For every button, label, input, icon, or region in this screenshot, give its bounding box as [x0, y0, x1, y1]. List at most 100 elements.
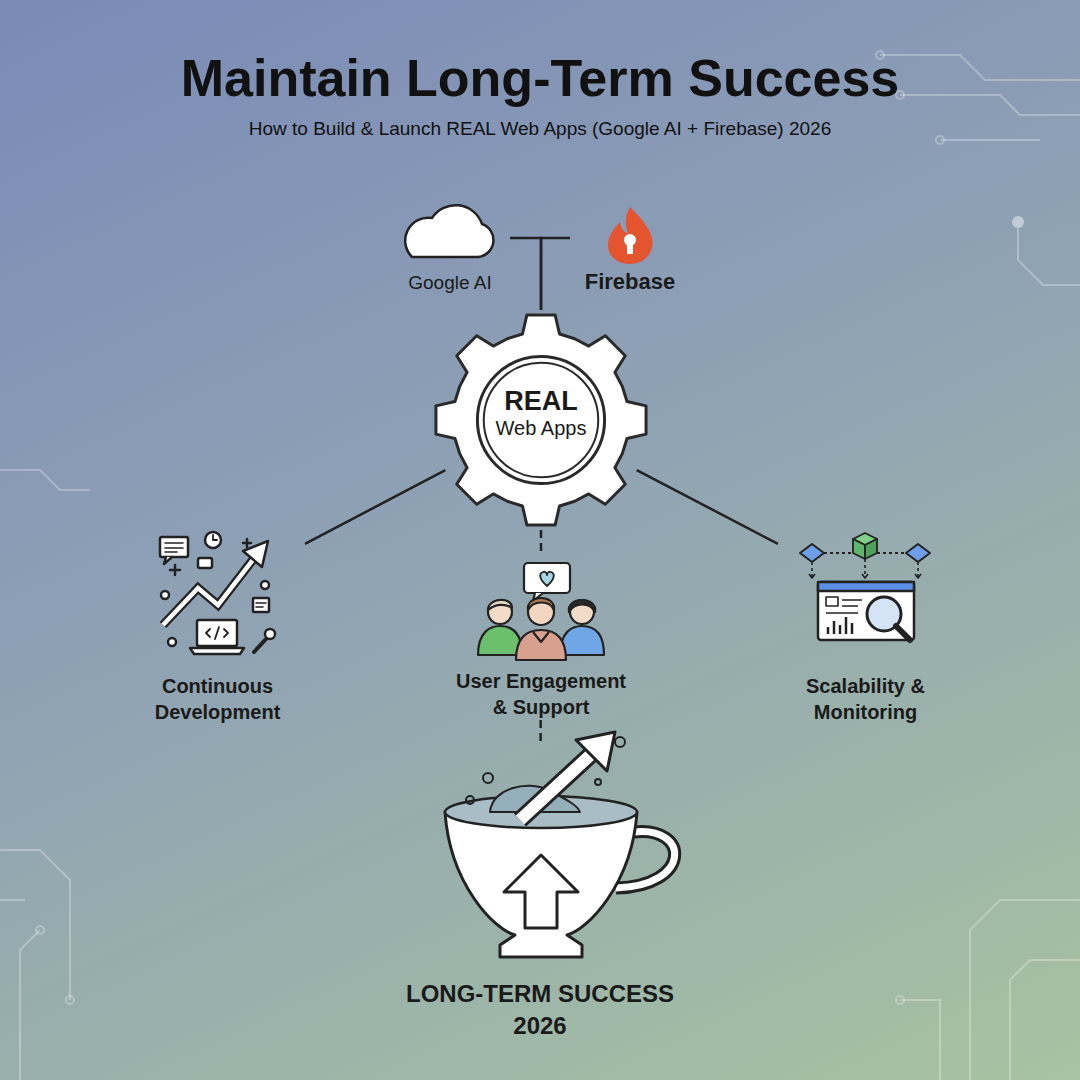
circuit-pad	[66, 996, 74, 1004]
chat-tail	[164, 557, 172, 564]
plus-mark	[170, 565, 180, 575]
node-label: Firebase	[570, 269, 690, 295]
pillar-node: Continuous Development	[130, 525, 305, 725]
circuit-trace	[970, 900, 1080, 1080]
doc-symbol	[253, 598, 269, 612]
laptop-screen	[197, 620, 237, 646]
subtitle-label: How to Build & Launch REAL Web Apps (Goo…	[230, 117, 850, 140]
cup-bowl	[445, 812, 637, 957]
cube-side	[865, 539, 877, 559]
keyhole-symbol	[627, 242, 633, 254]
circuit-trace	[0, 899, 25, 901]
heart-symbol	[540, 572, 554, 586]
dot-mark	[261, 581, 269, 589]
circuit-trace	[0, 470, 90, 490]
connector-line	[637, 470, 778, 544]
person-body	[478, 626, 522, 655]
wrench-symbol	[265, 629, 275, 639]
chat-bubble	[160, 537, 188, 557]
person-head	[488, 600, 512, 624]
browser-window	[818, 582, 914, 640]
connector-line	[305, 470, 445, 544]
pillar-node: Scalability & Monitoring	[778, 525, 953, 725]
pillar-node: User Engagement & Support	[446, 555, 636, 720]
connector-line	[541, 238, 570, 310]
diagram-title: Maintain Long-Term Success	[0, 48, 1080, 108]
circuit-trace	[20, 930, 40, 1080]
circuit-pad	[896, 996, 904, 1004]
wrench-symbol	[254, 638, 267, 652]
person-body	[560, 626, 604, 655]
chat-bubble	[198, 558, 212, 568]
connector-line	[540, 530, 543, 555]
circuit-dot	[1012, 216, 1024, 228]
node-label: LONG-TERM SUCCESS 2026	[380, 978, 700, 1042]
service-node: Google AI	[390, 195, 510, 295]
cube-side	[853, 539, 865, 559]
growth-arrow	[163, 557, 255, 625]
code-symbol	[206, 627, 228, 639]
dashed-link	[812, 559, 918, 578]
circuit-trace	[900, 1000, 940, 1080]
circuit-trace	[880, 55, 1080, 80]
person-hair	[528, 598, 554, 610]
clock-hands	[213, 535, 217, 540]
bubble	[595, 779, 601, 785]
person-hair	[569, 600, 595, 612]
development-icon	[160, 532, 275, 654]
node-label: Scalability & Monitoring	[778, 673, 953, 725]
circuit-trace	[0, 850, 70, 1000]
bubble	[483, 773, 493, 783]
dot-mark	[161, 591, 169, 599]
clock-symbol	[205, 532, 221, 548]
node-label: REAL	[431, 386, 651, 416]
window-lines	[826, 600, 862, 613]
small-arrow	[809, 574, 921, 578]
window-image	[826, 597, 838, 606]
data-diamond	[800, 544, 824, 562]
growth-arrow	[163, 557, 255, 625]
speech-bubble	[524, 563, 570, 593]
connector-line	[510, 238, 541, 310]
circuit-trace	[1018, 228, 1080, 285]
magnifier-handle	[896, 626, 910, 640]
cloud-icon	[405, 205, 493, 257]
service-node: Firebase	[570, 195, 690, 295]
scalability-icon	[800, 533, 930, 640]
rising-arrow	[520, 748, 598, 820]
circuit-trace	[1010, 960, 1080, 1080]
arrow-head	[576, 732, 615, 771]
person-hair	[488, 600, 512, 610]
node-label: User Engagement & Support	[446, 668, 636, 720]
window-header	[818, 582, 914, 591]
circuit-decoration	[0, 51, 1080, 1080]
plus-mark	[243, 539, 251, 547]
doc-lines	[256, 603, 266, 607]
up-arrow	[504, 855, 578, 928]
flame-icon	[608, 207, 653, 264]
circuit-pad	[36, 926, 44, 934]
node-label: Web Apps	[431, 416, 651, 440]
circuit-trace	[940, 139, 1040, 141]
dot-mark	[168, 638, 176, 646]
node-label: Continuous Development	[130, 673, 305, 725]
data-diamond	[906, 544, 930, 562]
engagement-icon	[478, 563, 604, 660]
bubble	[615, 737, 625, 747]
circuit-pad	[936, 136, 944, 144]
connector-line	[539, 720, 542, 745]
circuit-trace	[900, 95, 1080, 115]
person-body	[516, 630, 566, 660]
rising-arrow	[520, 748, 598, 820]
gear-node: REALWeb Apps	[431, 310, 651, 530]
person-head	[528, 599, 554, 625]
bubble	[466, 796, 474, 804]
trophy-icon	[445, 732, 675, 957]
text-lines	[165, 543, 183, 552]
arrow-head	[243, 541, 268, 567]
laptop-base	[190, 648, 244, 654]
bar-chart	[828, 617, 852, 634]
